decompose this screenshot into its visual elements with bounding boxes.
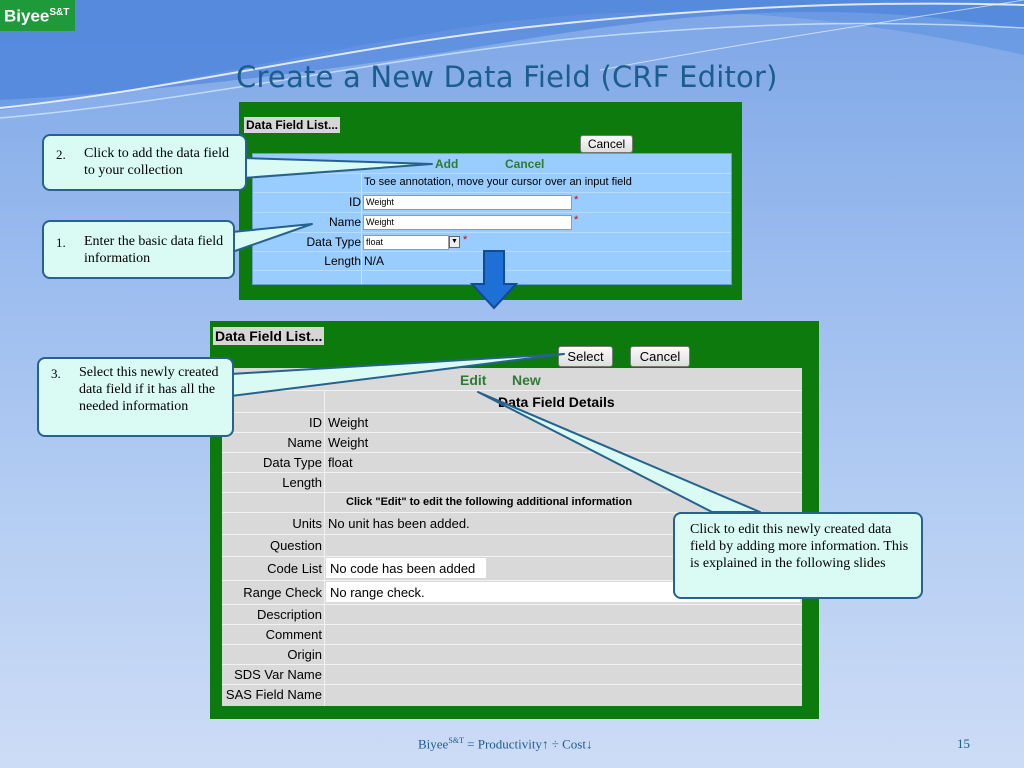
id-row: ID Weight * — [253, 193, 731, 213]
units-row: Units No unit has been added. — [222, 513, 802, 535]
callout-add-step: 2. Click to add the data field to your c… — [42, 134, 247, 191]
code-list-row: Code List No code has been added — [222, 557, 802, 581]
data-type-label: Data Type — [262, 455, 322, 470]
name-label: Name — [328, 215, 361, 229]
callout-text: Enter the basic data field information — [84, 234, 224, 266]
callout-enter-step: 1. Enter the basic data field informatio… — [42, 220, 235, 279]
sas-field-name-label: SAS Field Name — [225, 687, 322, 702]
code-list-value: No code has been added — [330, 561, 476, 576]
sds-var-name-label: SDS Var Name — [234, 667, 322, 682]
length-label: Length — [324, 254, 361, 268]
origin-label: Origin — [287, 647, 322, 662]
hint-row: To see annotation, move your cursor over… — [253, 174, 731, 193]
required-mark: * — [463, 234, 468, 246]
add-link[interactable]: Add — [435, 157, 459, 171]
name-input[interactable]: Weight — [363, 215, 572, 230]
section-title-row: Data Field Details — [222, 391, 802, 413]
callout-select-step: 3. Select this newly created data field … — [37, 357, 234, 437]
cancel-button[interactable]: Cancel — [630, 346, 690, 367]
annotation-hint: To see annotation, move your cursor over… — [364, 176, 632, 188]
select-button[interactable]: Select — [558, 346, 613, 367]
description-label: Description — [256, 607, 322, 622]
field-details-form: Edit New Data Field Details ID Weight Na… — [222, 368, 802, 706]
length-row: Length — [222, 473, 802, 493]
sds-var-name-row: SDS Var Name — [222, 665, 802, 685]
question-label: Question — [269, 538, 322, 553]
question-row: Question — [222, 535, 802, 557]
name-label: Name — [287, 435, 322, 450]
callout-edit-step: Click to edit this newly created data fi… — [673, 512, 923, 599]
sas-field-name-row: SAS Field Name — [222, 685, 802, 705]
units-label: Units — [292, 516, 322, 531]
name-row: Name Weight * — [253, 213, 731, 233]
description-row: Description — [222, 605, 802, 625]
new-link[interactable]: New — [512, 372, 541, 388]
panel-title: Data Field List... — [244, 117, 341, 133]
code-list-box — [326, 558, 486, 578]
range-check-value: No range check. — [330, 585, 425, 600]
callout-number: 2. — [56, 147, 66, 162]
required-mark: * — [574, 194, 579, 206]
id-input[interactable]: Weight — [363, 195, 572, 210]
name-value: Weight — [328, 435, 369, 450]
callout-text: Select this newly created data field if … — [79, 365, 219, 414]
action-row: Edit New — [222, 368, 802, 391]
data-type-value: float — [328, 455, 353, 470]
cancel-button[interactable]: Cancel — [580, 135, 633, 153]
id-label: ID — [309, 415, 322, 430]
footer-formula: BiyeeS&T = Productivity↑ ÷ Cost↓ — [418, 736, 593, 752]
edit-note-row: Click "Edit" to edit the following addit… — [222, 493, 802, 513]
callout-text: Click to edit this newly created data fi… — [690, 522, 909, 571]
column-divider — [324, 390, 325, 706]
id-value: Weight — [328, 415, 369, 430]
edit-note: Click "Edit" to edit the following addit… — [346, 496, 633, 508]
data-type-label: Data Type — [306, 235, 361, 249]
column-divider — [361, 174, 362, 284]
id-row: ID Weight — [222, 413, 802, 433]
data-type-select[interactable]: float — [363, 235, 449, 250]
section-title: Data Field Details — [498, 394, 615, 410]
id-label: ID — [349, 195, 361, 209]
edit-link[interactable]: Edit — [460, 372, 487, 388]
action-row: Add Cancel — [253, 154, 731, 174]
range-check-label: Range Check — [243, 585, 322, 600]
data-type-row: Data Type float — [222, 453, 802, 473]
background-swoosh — [0, 0, 1024, 119]
code-list-label: Code List — [267, 561, 322, 576]
slide-title: Create a New Data Field (CRF Editor) — [236, 60, 778, 94]
panel-title: Data Field List... — [213, 327, 325, 345]
comment-row: Comment — [222, 625, 802, 645]
callout-number: 3. — [51, 366, 61, 381]
required-mark: * — [574, 214, 579, 226]
origin-row: Origin — [222, 645, 802, 665]
length-label: Length — [282, 475, 322, 490]
name-row: Name Weight — [222, 433, 802, 453]
callout-text: Click to add the data field to your coll… — [84, 146, 230, 178]
page-number: 15 — [957, 736, 970, 751]
chevron-down-icon[interactable]: ▼ — [449, 236, 460, 248]
callout-number: 1. — [56, 235, 66, 250]
cancel-link[interactable]: Cancel — [505, 157, 545, 171]
arrow-down-icon — [470, 250, 518, 310]
length-value: N/A — [364, 254, 385, 268]
biyee-logo: BiyeeS&T — [0, 0, 76, 31]
comment-label: Comment — [265, 627, 322, 642]
units-value: No unit has been added. — [328, 516, 470, 531]
